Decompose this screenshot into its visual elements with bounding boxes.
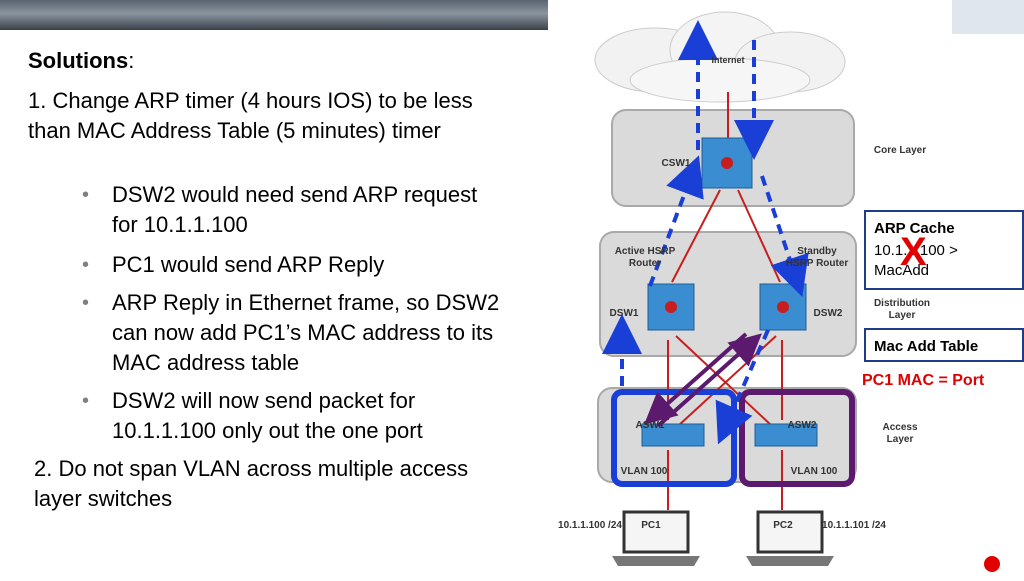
dsw2-switch	[759, 283, 807, 331]
pc2-laptop-icon	[746, 510, 834, 566]
arp-cache-line1: 10.1.1.100 >	[874, 242, 958, 259]
solutions-heading: Solutions:	[28, 48, 135, 73]
internet-cloud	[594, 11, 846, 103]
asw2-switch	[754, 423, 818, 447]
asw2-label: ASW2	[787, 420, 817, 431]
bullet-dot: •	[82, 390, 90, 412]
title-bar-right	[952, 0, 1024, 34]
point-2-text: 2. Do not span VLAN across multiple acce…	[34, 456, 469, 511]
invalid-x-mark: X	[900, 230, 927, 274]
pc1-ip-label: 10.1.1.100 /24	[558, 520, 622, 531]
bullet-4: DSW2 will now send packet for 10.1.1.100…	[112, 388, 423, 443]
arp-cache-box: ARP Cache 10.1.1.100 > MacAdd X	[864, 210, 1024, 290]
access-layer-label: Access Layer	[882, 422, 918, 445]
pc2-label: PC2	[773, 520, 793, 531]
internet-label: Internet	[711, 55, 745, 65]
active-hsrp-label: Active HSRP Router	[614, 246, 676, 269]
distribution-layer-label: Distribution Layer	[873, 298, 931, 321]
bullet-dot: •	[82, 292, 90, 314]
bullet-2: PC1 would send ARP Reply	[112, 252, 385, 277]
dsw1-label: DSW1	[609, 308, 639, 319]
csw1-label: CSW1	[661, 158, 691, 169]
bullet-1: DSW2 would need send ARP request for 10.…	[112, 182, 478, 237]
pc2-ip-label: 10.1.1.101 /24	[822, 520, 886, 531]
bullet-3: ARP Reply in Ethernet frame, so DSW2 can…	[112, 290, 500, 375]
title-bar-left	[0, 0, 548, 30]
vlan-right-label: VLAN 100	[790, 466, 838, 477]
network-diagram: Internet Core Layer Distribution Layer A…	[550, 0, 1024, 576]
diagram-canvas	[594, 11, 1000, 572]
mac-table-box: Mac Add Table	[864, 328, 1024, 362]
mac-table-entry: PC1 MAC = Port	[862, 372, 985, 389]
csw1-switch	[701, 137, 753, 189]
mac-table-title: Mac Add Table	[874, 338, 979, 355]
point-1-text: 1. Change ARP timer (4 hours IOS) to be …	[28, 88, 473, 143]
bullet-dot: •	[82, 184, 90, 206]
bullet-dot: •	[82, 254, 90, 276]
vlan-left-label: VLAN 100	[620, 466, 668, 477]
arp-cache-title: ARP Cache	[874, 220, 955, 237]
core-layer-label: Core Layer	[873, 145, 927, 156]
pc1-label: PC1	[641, 520, 661, 531]
purple-flow-arrows	[644, 332, 762, 428]
pc1-laptop-icon	[612, 510, 700, 566]
asw1-label: ASW1	[635, 420, 665, 431]
dsw2-label: DSW2	[813, 308, 843, 319]
dsw1-switch	[647, 283, 695, 331]
arp-cache-line2: MacAdd	[874, 262, 930, 279]
standby-hsrp-label: Standby HSRP Router	[785, 246, 849, 269]
red-dot-marker	[984, 556, 1000, 572]
